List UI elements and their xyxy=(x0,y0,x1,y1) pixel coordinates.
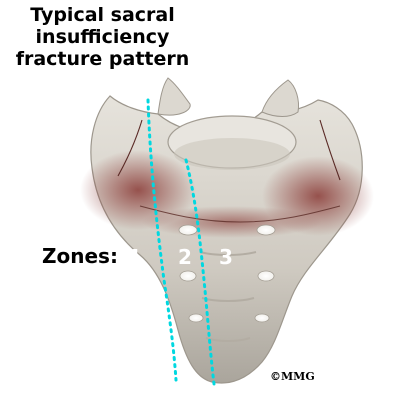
transverse-ridge-1 xyxy=(199,251,257,256)
zone-3-label: 3 xyxy=(219,245,233,269)
foramen-right-3 xyxy=(254,313,270,323)
copyright-notice: ©MMG xyxy=(270,370,315,383)
title-line-1: Typical sacral xyxy=(30,4,175,26)
fracture-line-transverse xyxy=(139,205,341,223)
title-line-3: fracture pattern xyxy=(15,48,190,70)
zones-label: Zones: xyxy=(42,244,118,268)
zone-boundary-line-1 xyxy=(146,98,178,382)
foramen-left-2 xyxy=(179,270,197,282)
foramen-right-2 xyxy=(257,270,275,282)
zone-1-label: 1 xyxy=(128,245,142,269)
zone-2-label: 2 xyxy=(178,245,192,269)
foramen-right-1 xyxy=(256,224,276,236)
s1-endplate-shadow xyxy=(174,138,290,170)
foramen-left-1 xyxy=(178,224,198,236)
fracture-shading-left xyxy=(80,150,196,230)
fracture-line-right xyxy=(319,119,341,181)
title-line-2: insufficiency xyxy=(35,26,170,48)
foramen-left-3 xyxy=(188,313,204,323)
zone-boundary-line-2 xyxy=(184,158,216,386)
figure-title: Typical sacral insufficiency fracture pa… xyxy=(0,4,205,70)
fracture-line-left xyxy=(117,119,143,177)
right-articular-process xyxy=(261,79,299,117)
left-articular-process xyxy=(157,77,191,116)
